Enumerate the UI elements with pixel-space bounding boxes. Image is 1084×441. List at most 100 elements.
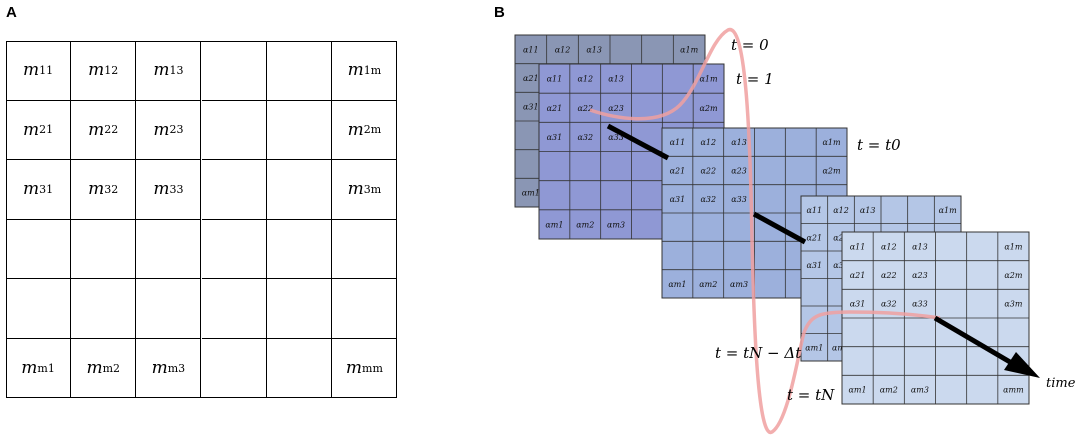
trajectory-segment-1 [606,123,670,161]
matrix-b-cell-label: α31 [850,300,866,309]
matrix-b-cell-label: α32 [577,133,593,142]
matrix-b-cell-label: α13 [860,206,876,215]
time-label-tN: t = tN [787,386,835,404]
matrix-b-cell-label: α33 [731,195,747,204]
matrix-b-cell-label: α12 [833,206,849,215]
matrix-b-cell-label: αm1 [849,386,867,395]
matrix-b-cell-label: α32 [700,195,716,204]
matrix-b-cell-label: αm3 [911,386,929,395]
matrix-b-cell-label: α13 [731,138,747,147]
matrix-a-cell [136,219,202,279]
matrix-a-cell [201,279,267,339]
time-label-t1: t = 1 [736,70,774,88]
matrix-a-cell [266,100,332,160]
matrix-b-cell-label: α1m [700,75,718,84]
matrix-b-cell-label: α21 [547,104,563,113]
matrix-b-cell-label: α13 [608,75,624,84]
matrix-a-cell [331,220,397,279]
matrix-a-cell [331,279,397,339]
matrix-b-cell-label: α21 [670,167,686,176]
matrix-a-cell [267,338,332,398]
matrix-b-cell-label: α31 [807,261,823,270]
matrix-b-cell-label: α2m [823,167,841,176]
matrix-b-cell-label: α11 [547,75,563,84]
matrix-b-cell-label: αm1 [545,220,563,229]
time-axis-label: time [1046,376,1076,391]
matrix-b-cell-label: α22 [700,167,716,176]
matrix-b-cell-label: α31 [670,195,686,204]
matrix-b-cell-label: αm1 [668,280,686,289]
matrix-b-cell-label: α32 [833,261,849,270]
matrix-b-cell-label: α1m [1004,242,1022,251]
panel-a-label: A [6,4,17,21]
matrix-b-cell-label: α22 [577,104,593,113]
matrix-a-cell [266,219,332,279]
matrix-a-cell [201,41,267,101]
matrix-a-cell [266,160,332,220]
matrix-b-cell-label: α33 [608,133,624,142]
matrix-b-cell-label: α23 [912,271,928,280]
matrix-a-cell [201,100,267,160]
matrix-b-cell-label: αm3 [607,220,625,229]
time-label-tt0: t = t0 [857,136,901,154]
matrix-b-cell-label: αm2 [699,280,717,289]
matrix-b-cell-label: α21 [850,271,866,280]
matrix-b-cell-label: α11 [523,45,539,54]
matrix-b-cell-label: α12 [700,138,716,147]
matrix-b-cell-label: α12 [577,75,593,84]
trajectory-segment-3 [933,315,1012,365]
matrix-b-cell-label: αm3 [730,280,748,289]
matrix-b-cell-label: α12 [881,242,897,251]
matrix-b-cell-label: α13 [912,242,928,251]
matrix-a-cell [201,160,267,220]
matrix-b-cell-label: α12 [555,45,571,54]
matrix-b-cell-label: αmm [1003,386,1024,395]
matrix-b-cell-label: α21 [807,233,823,242]
matrix-b-cell-label: αm2 [832,343,850,352]
matrix-b-cell-label: α13 [586,45,602,54]
matrix-b-cell-label: α11 [807,206,823,215]
matrix-b-cell-label: α3m [1004,300,1022,309]
matrix-layer-tN: α11 α12 α13 α1m α21 α22 α23 α2m α31 α32 α33 α3m αm1 α… [841,231,1030,405]
arrow-head-icon [1004,352,1040,378]
matrix-b-cell-label: α23 [608,104,624,113]
trajectory-curve [589,27,941,434]
matrix-b-cell-label: α22 [833,233,849,242]
matrix-b-cell-label: α2m [700,104,718,113]
matrix-b-cell-label: αm2 [880,386,898,395]
matrix-a-cell [201,219,267,279]
matrix-a-cell [6,279,72,339]
matrix-b-cell-label: α31 [523,103,539,112]
matrix-b-cell-label: α23 [731,167,747,176]
matrix-b-cell-label: α32 [881,300,897,309]
matrix-b-cell-label: α33 [912,300,928,309]
time-label-t0: t = 0 [731,36,769,54]
matrix-b-cell-label: α22 [881,271,897,280]
matrix-a-cell [71,279,137,339]
matrix-a-cell [266,41,332,101]
matrix-b-cell-label: α21 [523,74,539,83]
matrix-b-cell-label: αm1 [805,343,823,352]
matrix-a-cell [6,219,72,279]
matrix-b-cell-label: α2m [1004,271,1022,280]
matrix-b-cell-label: α11 [850,242,866,251]
matrix-b-cell-label: αm1 [522,189,540,198]
matrix-a-cell [266,279,332,339]
trajectory-segment-2 [752,211,807,245]
matrix-b-cell-label: αm2 [576,220,594,229]
